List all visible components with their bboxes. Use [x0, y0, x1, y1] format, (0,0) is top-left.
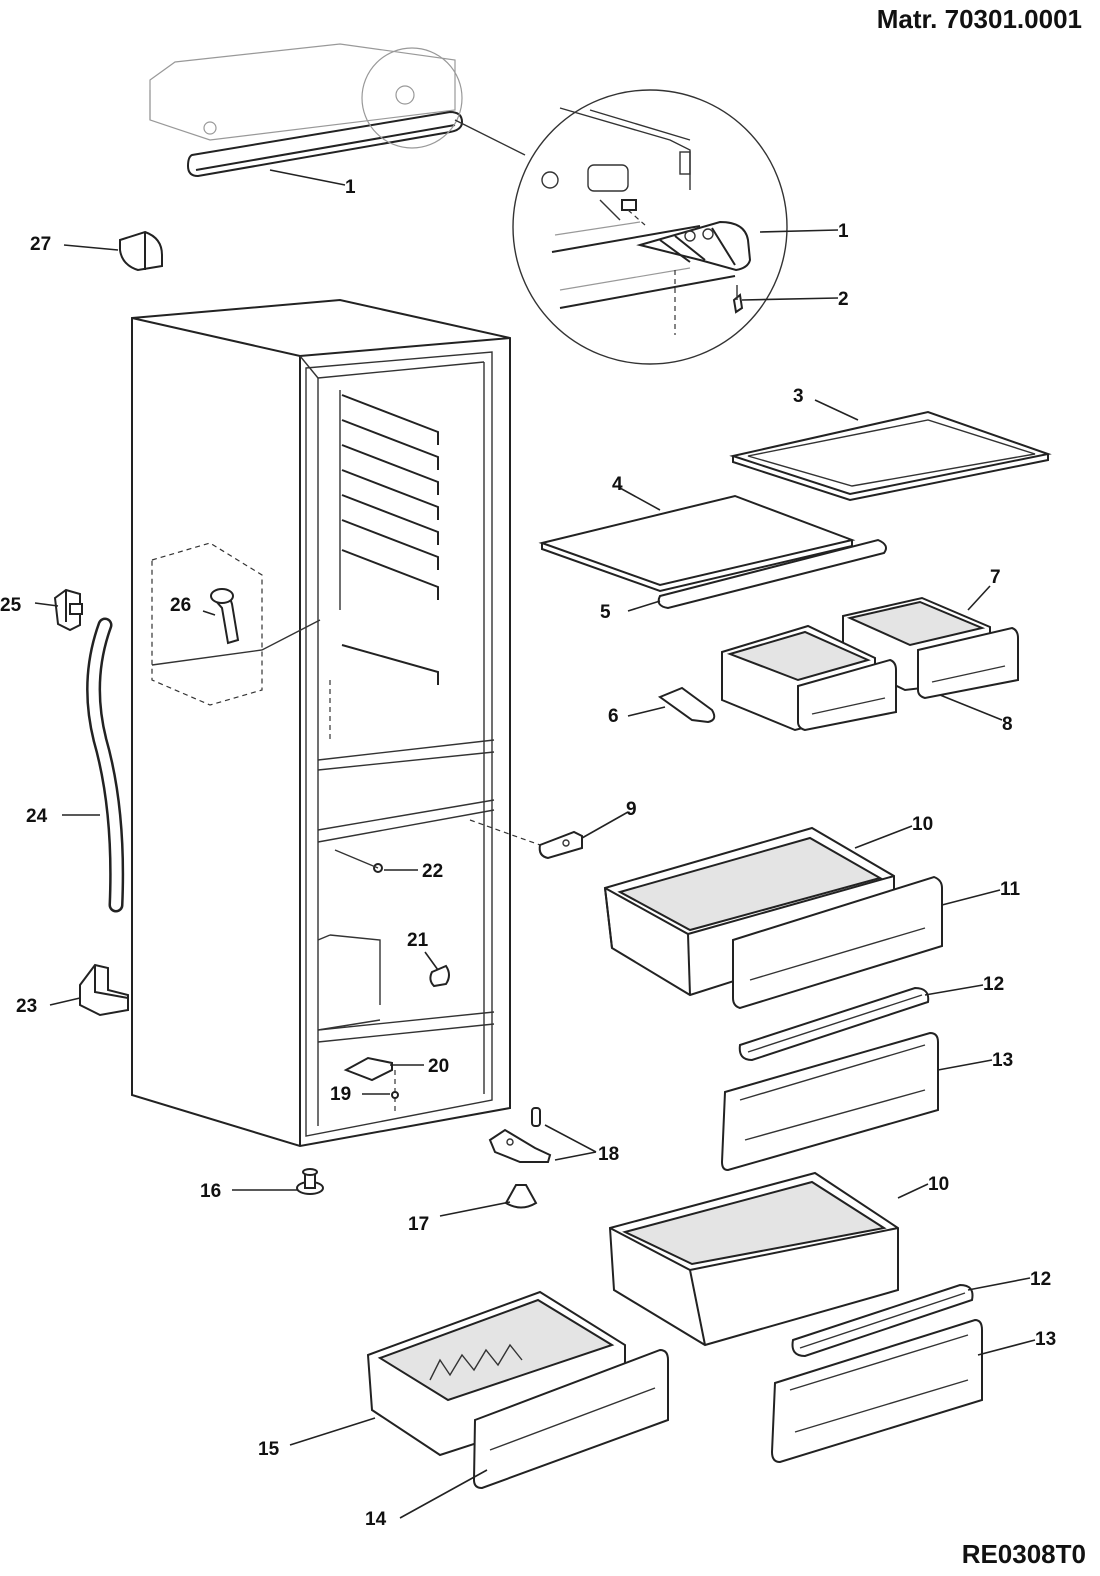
part-6-bracket: [657, 686, 716, 724]
callout-24: 24: [26, 806, 48, 827]
callout-5: 5: [600, 602, 611, 623]
callout-25: 25: [0, 595, 22, 616]
callout-23: 23: [16, 996, 37, 1017]
part-12-handle-upper: [738, 986, 930, 1062]
callout-7: 7: [990, 567, 1001, 588]
callout-26: 26: [170, 595, 191, 616]
part-9-latch: [469, 819, 583, 860]
part-14-freezer-front: [472, 1348, 669, 1490]
callout-6: 6: [608, 706, 619, 727]
callout-15: 15: [258, 1439, 280, 1460]
leader-lines: [34, 169, 1036, 1519]
part-24-drain-hose: [86, 617, 125, 913]
callout-11: 11: [1000, 879, 1021, 900]
callout-16: 16: [200, 1181, 221, 1202]
callout-10-upper: 10: [912, 814, 933, 835]
part-12-handle-lower: [791, 1283, 974, 1358]
callout-20: 20: [428, 1056, 449, 1077]
part-26-detail-box: [151, 542, 321, 706]
cabinet-body: [131, 298, 511, 1148]
part-8-front-left: [797, 658, 897, 732]
callout-12-upper: 12: [983, 974, 1004, 995]
callout-17: 17: [408, 1214, 429, 1235]
shelf-rails: [317, 394, 439, 1031]
part-18-hinge: [488, 1107, 552, 1163]
part-13-front-lower: [770, 1318, 983, 1464]
callout-1-top-trim: 1: [345, 177, 356, 198]
part-19-screw: [391, 1070, 399, 1112]
part-20-plate: [343, 1056, 393, 1082]
callout-10-lower: 10: [928, 1174, 949, 1195]
part-23-hinge-bracket: [79, 963, 129, 1017]
cabinet-top-assembly: [149, 43, 456, 141]
callout-8: 8: [1002, 714, 1013, 735]
callout-3: 3: [793, 386, 804, 407]
callout-13-lower: 13: [1035, 1329, 1056, 1350]
callout-18: 18: [598, 1144, 619, 1165]
part-3-shelf-frame: [729, 410, 1052, 502]
reference-code-label: RE0308T0: [961, 1539, 1086, 1569]
callout-19: 19: [330, 1084, 351, 1105]
part-27-end-cap: [119, 230, 163, 272]
top-trim-bar: [186, 110, 464, 178]
part-22-pin: [334, 849, 383, 873]
callout-4: 4: [612, 474, 623, 495]
callout-12-lower: 12: [1030, 1269, 1051, 1290]
material-code-label: Matr. 70301.0001: [876, 4, 1082, 34]
callout-22: 22: [422, 861, 443, 882]
callout-14: 14: [365, 1509, 387, 1530]
part-25-clip: [53, 588, 83, 632]
part-21-knob: [429, 964, 450, 988]
part-16-foot: [296, 1168, 324, 1195]
callout-9: 9: [626, 799, 637, 820]
detail-marker-circle: [361, 47, 463, 149]
callout-2: 2: [838, 289, 849, 310]
part-17-foot: [504, 1184, 538, 1209]
part-13-front-upper: [720, 1031, 939, 1172]
callout-labels: 1 1 2 3 4 5 6 7 8 9 10 10 11 12 12 13 13…: [0, 177, 1056, 1530]
callout-1-detail: 1: [838, 221, 849, 242]
callout-21: 21: [407, 930, 429, 951]
callout-13-upper: 13: [992, 1050, 1013, 1071]
callout-27: 27: [30, 234, 51, 255]
detail-magnify-view: [512, 89, 788, 365]
part-11-crisper-front: [732, 875, 943, 1010]
part-8-front-right: [917, 626, 1019, 700]
detail-link-line: [454, 119, 526, 156]
part-4-glass-shelf: [538, 494, 856, 593]
part-10-crisper-lower: [608, 1171, 899, 1347]
